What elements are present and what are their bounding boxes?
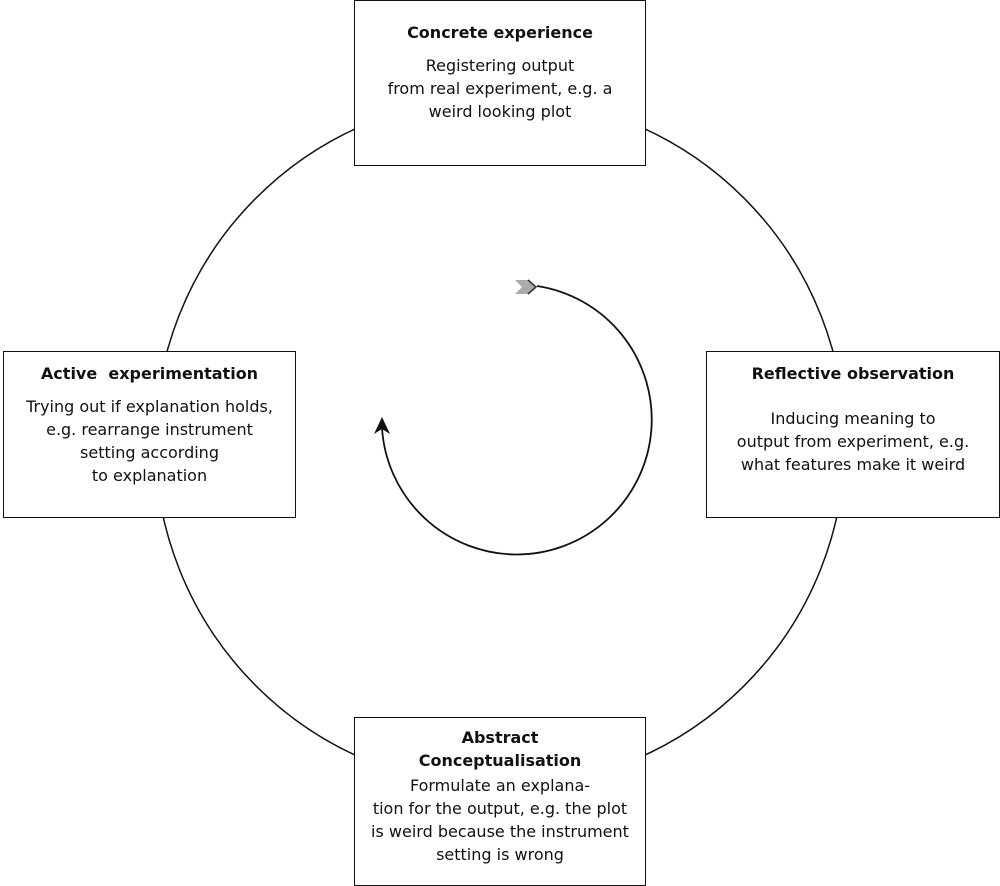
stage-reflective-observation: Reflective observation Inducing meaning …	[706, 351, 1000, 518]
stage-title: Abstract Conceptualisation	[418, 728, 582, 770]
stage-description: Trying out if explanation holds, e.g. re…	[26, 397, 273, 485]
arrow-tail-feather-icon	[515, 279, 538, 295]
stage-description: Formulate an explana- tion for the outpu…	[371, 776, 629, 864]
stage-title: Active experimentation	[40, 364, 259, 383]
stage-concrete-experience: Concrete experience Registering output f…	[354, 0, 646, 166]
stage-title: Concrete experience	[407, 23, 593, 42]
stage-description: Inducing meaning to output from experime…	[736, 409, 970, 474]
stage-active-experimentation: Active experimentation Trying out if exp…	[3, 351, 296, 518]
stage-description: Registering output from real experiment,…	[387, 56, 613, 121]
stage-abstract-conceptualisation: Abstract Conceptualisation Formulate an …	[354, 717, 646, 886]
inner-cycle-arrow	[381, 285, 653, 556]
arrowhead-icon	[374, 417, 390, 434]
stage-title: Reflective observation	[751, 364, 955, 383]
